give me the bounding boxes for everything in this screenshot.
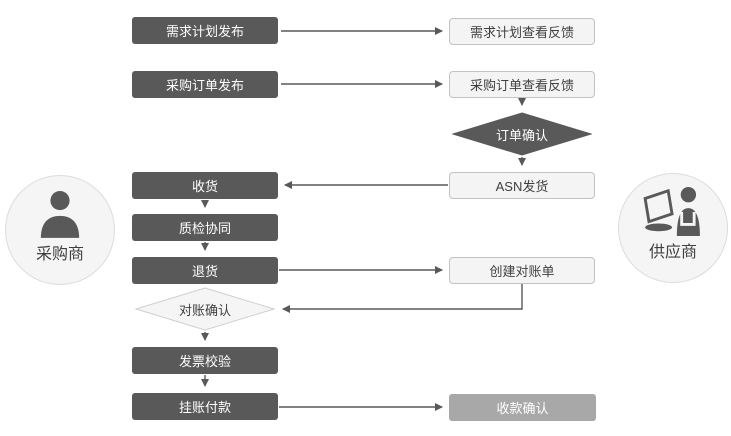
flow-node-demand-feedback: 需求计划查看反馈: [449, 18, 595, 45]
flow-node-quality-collab: 质检协同: [132, 214, 278, 241]
flow-node-create-statement: 创建对账单: [449, 257, 595, 284]
flow-decision-order-confirm: 订单确认: [452, 112, 592, 156]
flow-node-po-feedback: 采购订单查看反馈: [449, 71, 595, 98]
flow-node-demand-publish: 需求计划发布: [132, 17, 278, 44]
actor-supplier-label: 供应商: [648, 244, 697, 261]
flow-node-po-publish: 采购订单发布: [132, 71, 278, 98]
flow-node-asn-ship: ASN发货: [449, 172, 595, 199]
flow-node-receipt-confirm: 收款确认: [449, 394, 596, 421]
flow-node-return-goods: 退货: [132, 257, 278, 284]
actor-buyer: 采购商: [5, 175, 115, 285]
diamond-shape-dark: [452, 112, 592, 156]
flow-node-payment: 挂账付款: [132, 393, 278, 420]
person-icon: [37, 188, 83, 238]
diamond-shape-light: [135, 287, 275, 331]
flow-node-receive: 收货: [132, 172, 278, 199]
flow-decision-statement-confirm: 对账确认: [135, 287, 275, 331]
actor-supplier: 供应商: [618, 173, 728, 283]
flow-decision-statement-confirm-label: 对账确认: [178, 302, 231, 318]
actor-buyer-label: 采购商: [35, 246, 84, 263]
flow-decision-order-confirm-label: 订单确认: [495, 127, 548, 143]
person-laptop-icon: [642, 186, 704, 236]
flow-node-invoice-check: 发票校验: [132, 347, 278, 374]
